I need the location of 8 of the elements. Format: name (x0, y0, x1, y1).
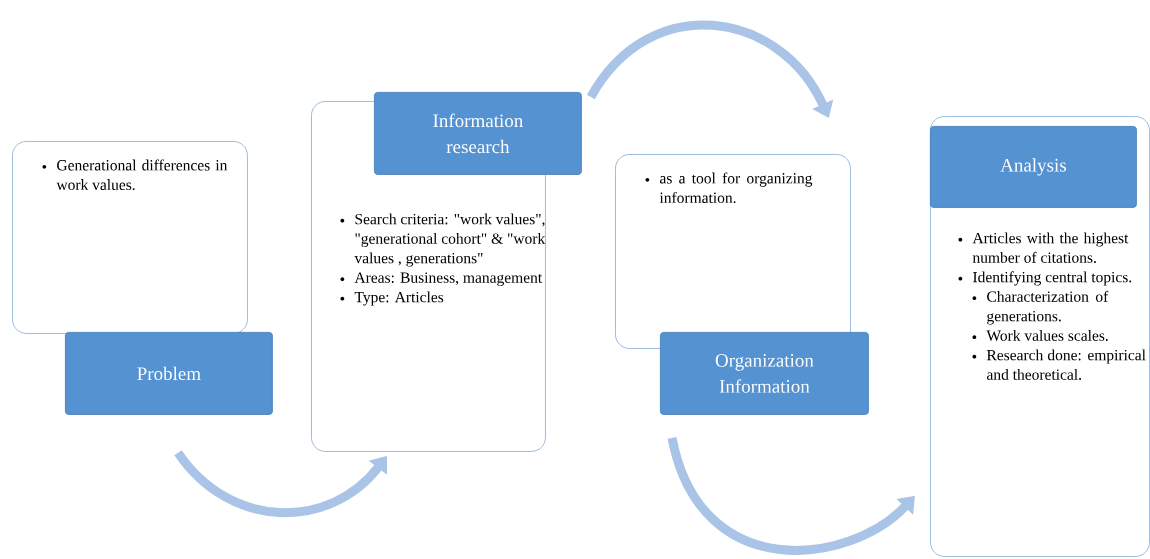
header-box: Information research (374, 92, 582, 175)
header-box: Analysis (930, 126, 1137, 208)
curved-arrow (174, 450, 387, 517)
header-box: Problem (65, 332, 273, 415)
curved-arrow (667, 436, 915, 555)
text-card: as a tool for organizing information. (615, 154, 851, 349)
header-box: Organization Information (660, 332, 869, 415)
text-card: Generational differences in work values. (12, 141, 248, 334)
